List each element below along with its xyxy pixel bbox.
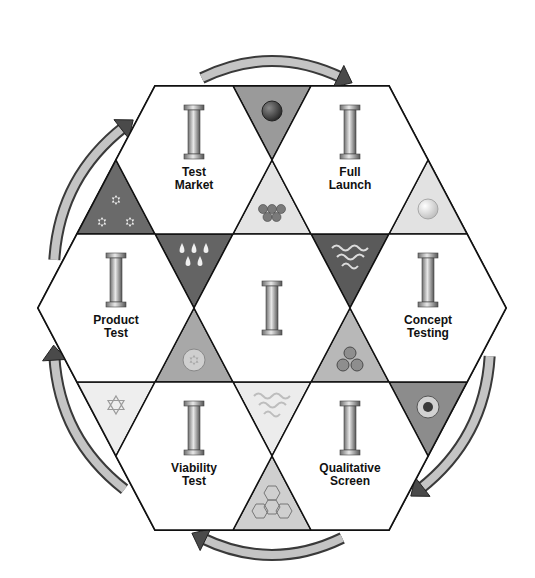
stage-label: Qualitative Screen: [319, 462, 380, 488]
pillar-icon: [184, 401, 204, 455]
grapes-symbol: [259, 205, 286, 222]
stage-label: Product Test: [93, 314, 138, 340]
pillar-icon: [340, 401, 360, 455]
hexagon-shape: [116, 86, 272, 234]
stage-hexagon: Qualitative Screen: [272, 382, 428, 530]
star-symbol: [108, 396, 124, 414]
stage-hexagon: Test Market: [116, 86, 272, 234]
hexagon-shape: [272, 382, 428, 530]
stage-hexagon: Product Test: [38, 234, 194, 382]
stage-hexagon: Full Launch: [272, 86, 428, 234]
pillar-icon: [340, 105, 360, 159]
hexagon-shape: [116, 382, 272, 530]
center-hexagon: [194, 234, 350, 382]
pillar-icon: [184, 105, 204, 159]
pillar-icon: [262, 281, 282, 335]
sphere-symbol: [418, 199, 438, 219]
stage-hexagon: Viability Test: [116, 382, 272, 530]
pillar-icon: [106, 253, 126, 307]
sphere-symbol: [262, 101, 282, 121]
circles-symbol: [337, 347, 363, 371]
hexagon-shape: [272, 86, 428, 234]
stage-hexagon: Concept Testing: [350, 234, 506, 382]
stage-label: Test Market: [175, 166, 214, 192]
pillar-icon: [418, 253, 438, 307]
stars-symbol: [98, 195, 134, 227]
stage-label: Full Launch: [329, 166, 372, 192]
stage-label: Viability Test: [171, 462, 217, 488]
cycle-arrow: [192, 529, 342, 555]
target-symbol: [417, 396, 439, 418]
hexagon-shape: [38, 234, 194, 382]
waves-symbol: [254, 394, 290, 417]
waves-symbol: [332, 246, 368, 269]
bubble-symbol: [183, 349, 205, 371]
outer-hexagon: [38, 86, 506, 530]
droplets-symbol: [180, 243, 209, 266]
hexagon-shape: [350, 234, 506, 382]
cycle-arrow: [202, 61, 352, 87]
stage-label: Concept Testing: [404, 314, 452, 340]
honeycomb-symbol: [252, 486, 292, 518]
